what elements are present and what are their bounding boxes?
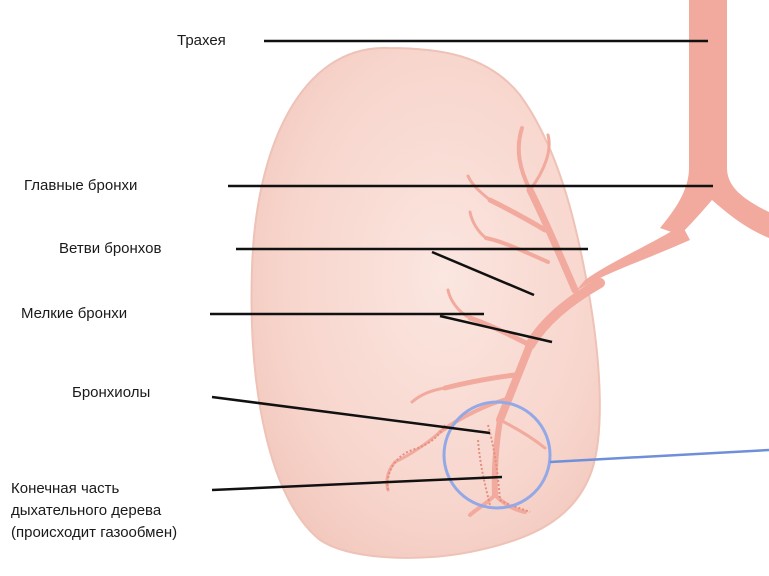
label-terminal-line1: Конечная часть: [11, 478, 177, 500]
label-bronchioles: Бронхиолы: [72, 384, 150, 402]
label-bronchi-branches: Ветви бронхов: [59, 240, 161, 258]
trachea-shape: [660, 0, 769, 238]
label-terminal-part: Конечная часть дыхательного дерева (прои…: [11, 478, 177, 544]
label-main-bronchi: Главные бронхи: [24, 177, 137, 195]
label-small-bronchi: Мелкие бронхи: [21, 305, 127, 323]
label-trachea: Трахея: [177, 32, 226, 50]
label-terminal-line2: дыхательного дерева: [11, 500, 177, 522]
label-terminal-line3: (происходит газообмен): [11, 522, 177, 544]
